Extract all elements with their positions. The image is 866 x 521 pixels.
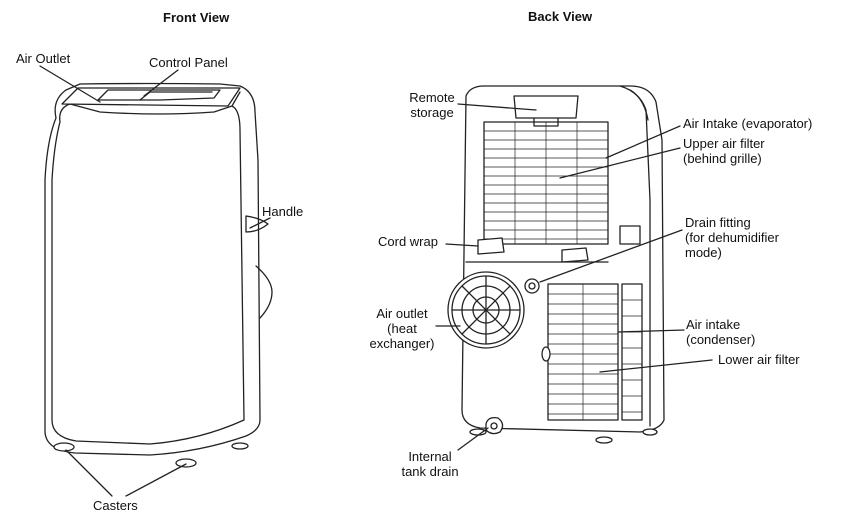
leader-tank-drain (457, 427, 489, 451)
label-remote-storage: Remote storage (400, 90, 464, 120)
label-drain-fitting-line2: (for dehumidifier (685, 230, 779, 245)
label-control-panel: Control Panel (149, 55, 228, 70)
leader-lower-filter (599, 359, 713, 373)
front-view-title: Front View (163, 10, 230, 25)
label-upper-air-filter: Upper air filter (behind grille) (683, 136, 765, 166)
label-drain-fitting: Drain fitting (for dehumidifier mode) (685, 215, 779, 260)
label-air-intake-condenser: Air intake (condenser) (686, 317, 755, 347)
label-air-outlet-back-line3: exchanger) (369, 336, 435, 351)
label-remote-storage-line1: Remote (409, 90, 455, 105)
leader-air-intake-cond (617, 329, 685, 333)
label-upper-air-filter-line1: Upper air filter (683, 136, 765, 151)
back-unit (447, 85, 665, 444)
label-casters: Casters (93, 498, 138, 513)
leader-drain-fitting (539, 229, 683, 283)
label-air-outlet-back-line2: (heat (387, 321, 417, 336)
label-air-intake-evaporator: Air Intake (evaporator) (683, 116, 813, 131)
leader-remote-storage (457, 103, 537, 111)
leader-control-panel (143, 69, 179, 97)
label-lower-air-filter: Lower air filter (718, 352, 800, 367)
leader-handle (249, 217, 271, 229)
label-air-outlet-heat-exchanger: Air outlet (heat exchanger) (362, 306, 442, 351)
leader-upper-filter (559, 147, 681, 179)
leader-casters-left (65, 449, 113, 497)
leader-air-intake-evap (605, 125, 681, 159)
label-internal-tank-drain: Internal tank drain (386, 449, 474, 479)
label-tank-drain-line1: Internal (408, 449, 452, 464)
label-air-outlet: Air Outlet (16, 51, 71, 66)
label-remote-storage-line2: storage (410, 105, 454, 120)
label-drain-fitting-line1: Drain fitting (685, 215, 751, 230)
label-upper-air-filter-line2: (behind grille) (683, 151, 762, 166)
label-air-intake-cond-line2: (condenser) (686, 332, 756, 347)
leader-casters-right (125, 463, 187, 497)
label-drain-fitting-line3: mode) (685, 245, 722, 260)
leader-air-outlet (39, 65, 101, 103)
back-view-title: Back View (528, 9, 593, 24)
label-handle: Handle (262, 204, 304, 219)
label-air-intake-cond-line1: Air intake (686, 317, 741, 332)
label-cord-wrap: Cord wrap (378, 234, 438, 249)
leader-cord-wrap (445, 243, 479, 247)
label-air-outlet-back-line1: Air outlet (376, 306, 428, 321)
front-unit (44, 82, 273, 468)
label-tank-drain-line2: tank drain (401, 464, 459, 479)
